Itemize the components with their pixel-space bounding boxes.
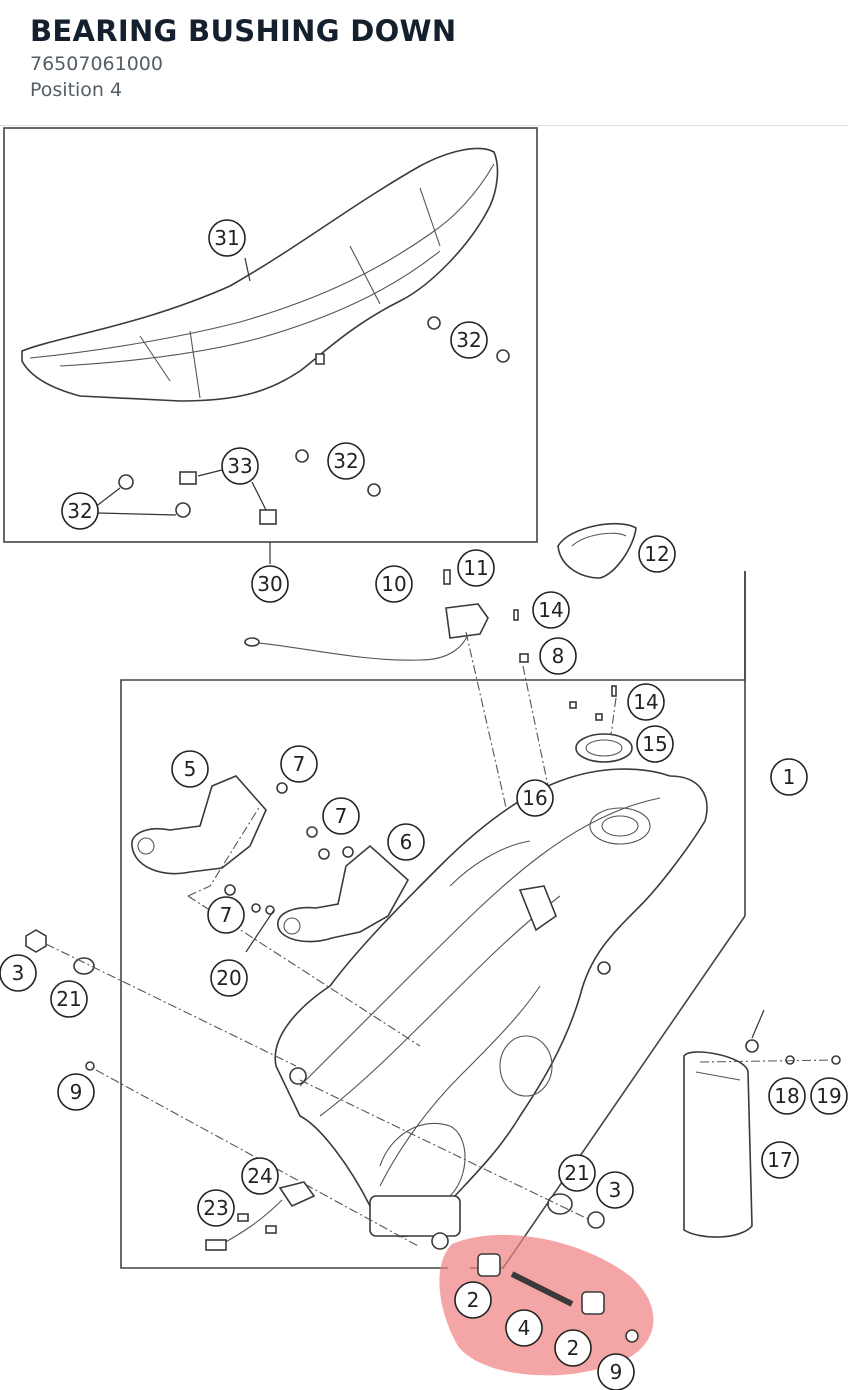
- callout-17: 17: [761, 1141, 799, 1179]
- callout-label: 7: [220, 903, 233, 927]
- callout-24: 24: [241, 1157, 279, 1195]
- callout-label: 21: [56, 987, 81, 1011]
- highlighted-parts: [477, 1253, 639, 1343]
- callout-label: 33: [227, 454, 252, 478]
- right-bushing: [547, 1193, 573, 1215]
- callout-label: 23: [203, 1196, 228, 1220]
- part-title: BEARING BUSHING DOWN: [30, 14, 457, 48]
- fuel-cap-cover: [557, 522, 637, 579]
- part-position: Position 4: [30, 79, 123, 101]
- left-bolt-bushing: [25, 929, 95, 1071]
- callout-19: 19: [810, 1077, 848, 1115]
- callout-3: 3: [0, 954, 37, 992]
- callout-label: 31: [214, 226, 239, 250]
- callout-label: 6: [400, 830, 413, 854]
- callout-14: 14: [532, 591, 570, 629]
- callout-label: 14: [538, 598, 563, 622]
- callout-11: 11: [457, 549, 495, 587]
- pump-flange: [575, 733, 633, 763]
- callout-32: 32: [61, 492, 99, 530]
- callout-label: 9: [610, 1360, 623, 1384]
- callout-label: 18: [774, 1084, 799, 1108]
- callout-label: 17: [767, 1148, 792, 1172]
- cable-bracket: [244, 569, 617, 721]
- callout-label: 16: [522, 786, 547, 810]
- callout-33: 33: [221, 447, 259, 485]
- side-cover: [683, 1051, 753, 1238]
- callout-label: 14: [633, 690, 658, 714]
- callout-9: 9: [57, 1073, 95, 1111]
- callout-15: 15: [636, 725, 674, 763]
- connector: [205, 1181, 316, 1251]
- callout-4: 4: [505, 1309, 543, 1347]
- callout-16: 16: [516, 779, 554, 817]
- callout-3: 3: [596, 1171, 634, 1209]
- callout-label: 12: [644, 542, 669, 566]
- callout-6: 6: [387, 823, 425, 861]
- callout-label: 8: [552, 644, 565, 668]
- callout-label: 9: [70, 1080, 83, 1104]
- callout-9: 9: [597, 1353, 635, 1390]
- callout-label: 24: [247, 1164, 272, 1188]
- callout-7: 7: [207, 896, 245, 934]
- callout-2: 2: [554, 1329, 592, 1367]
- callout-14: 14: [627, 683, 665, 721]
- callout-label: 32: [333, 449, 358, 473]
- callout-2: 2: [454, 1281, 492, 1319]
- callout-1: 1: [770, 758, 808, 796]
- right-bracket: [277, 844, 410, 943]
- callout-31: 31: [208, 219, 246, 257]
- callout-8: 8: [539, 637, 577, 675]
- callout-label: 10: [381, 572, 406, 596]
- callout-21: 21: [558, 1154, 596, 1192]
- callout-10: 10: [375, 565, 413, 603]
- callout-label: 19: [816, 1084, 841, 1108]
- seat-nuts: [118, 316, 510, 525]
- callout-18: 18: [768, 1077, 806, 1115]
- callout-label: 32: [456, 328, 481, 352]
- callout-label: 7: [335, 804, 348, 828]
- callout-label: 20: [216, 966, 241, 990]
- callout-label: 1: [783, 765, 796, 789]
- callout-5: 5: [171, 750, 209, 788]
- callout-21: 21: [50, 980, 88, 1018]
- callout-label: 15: [642, 732, 667, 756]
- callout-30: 30: [251, 565, 289, 603]
- part-number: 76507061000: [30, 53, 163, 75]
- callout-23: 23: [197, 1189, 235, 1227]
- callout-32: 32: [327, 442, 365, 480]
- callout-32: 32: [450, 321, 488, 359]
- callout-label: 30: [257, 572, 282, 596]
- callout-7: 7: [280, 745, 318, 783]
- callout-12: 12: [638, 535, 676, 573]
- callout-label: 3: [12, 961, 25, 985]
- part-header: BEARING BUSHING DOWN 76507061000 Positio…: [0, 0, 848, 126]
- callout-label: 3: [609, 1178, 622, 1202]
- callout-label: 32: [67, 499, 92, 523]
- callout-label: 2: [567, 1336, 580, 1360]
- fuel-tank-illustration: [274, 768, 708, 1250]
- callout-20: 20: [210, 959, 248, 997]
- callout-label: 7: [293, 752, 306, 776]
- callout-7: 7: [322, 797, 360, 835]
- callout-label: 21: [564, 1161, 589, 1185]
- left-bracket: [131, 775, 267, 875]
- callout-label: 5: [184, 757, 197, 781]
- callout-label: 11: [463, 556, 488, 580]
- seat-illustration: [21, 147, 499, 402]
- callout-label: 4: [518, 1316, 531, 1340]
- callout-label: 2: [467, 1288, 480, 1312]
